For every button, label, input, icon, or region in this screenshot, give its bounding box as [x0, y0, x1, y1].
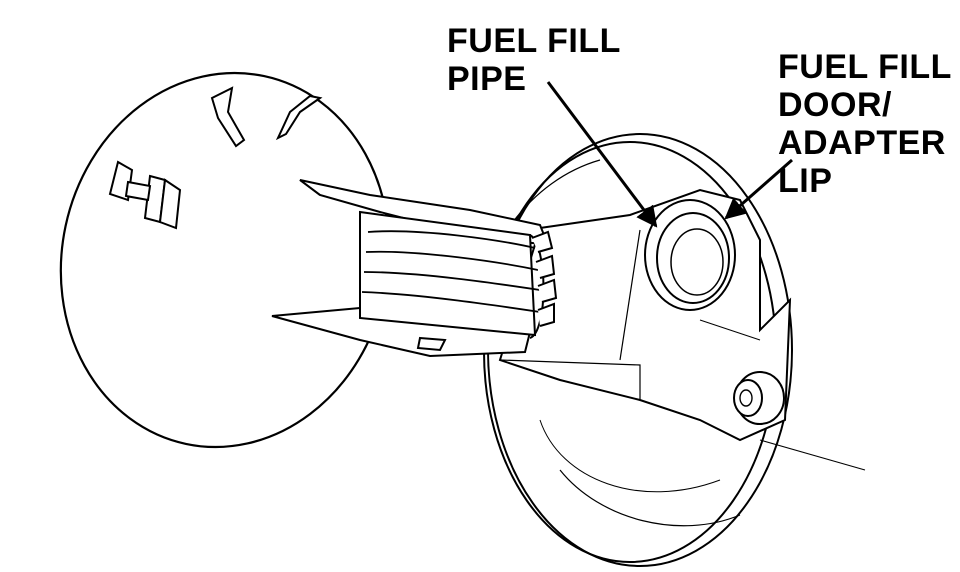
callout-lines [546, 81, 793, 228]
pipe-leader-line [546, 81, 658, 228]
label-line: LIP [778, 162, 833, 200]
label-fuel-fill-pipe: FUEL FILL PIPE [447, 22, 621, 98]
label-line: ADAPTER [778, 124, 946, 162]
label-line: FUEL FILL [447, 22, 621, 60]
label-fuel-fill-door-adapter-lip: FUEL FILL DOOR/ ADAPTER LIP [778, 48, 952, 200]
label-line: FUEL FILL [778, 48, 952, 86]
housing-plug [733, 371, 785, 425]
door-leader-line [724, 158, 793, 220]
label-line: DOOR/ [778, 86, 892, 124]
hinge-arm [271, 179, 558, 358]
label-line: PIPE [447, 60, 527, 98]
lid-arrow-marks [210, 86, 323, 148]
fuel-fill-pipe-opening [644, 199, 736, 311]
lid-hinge-clip [108, 160, 182, 230]
